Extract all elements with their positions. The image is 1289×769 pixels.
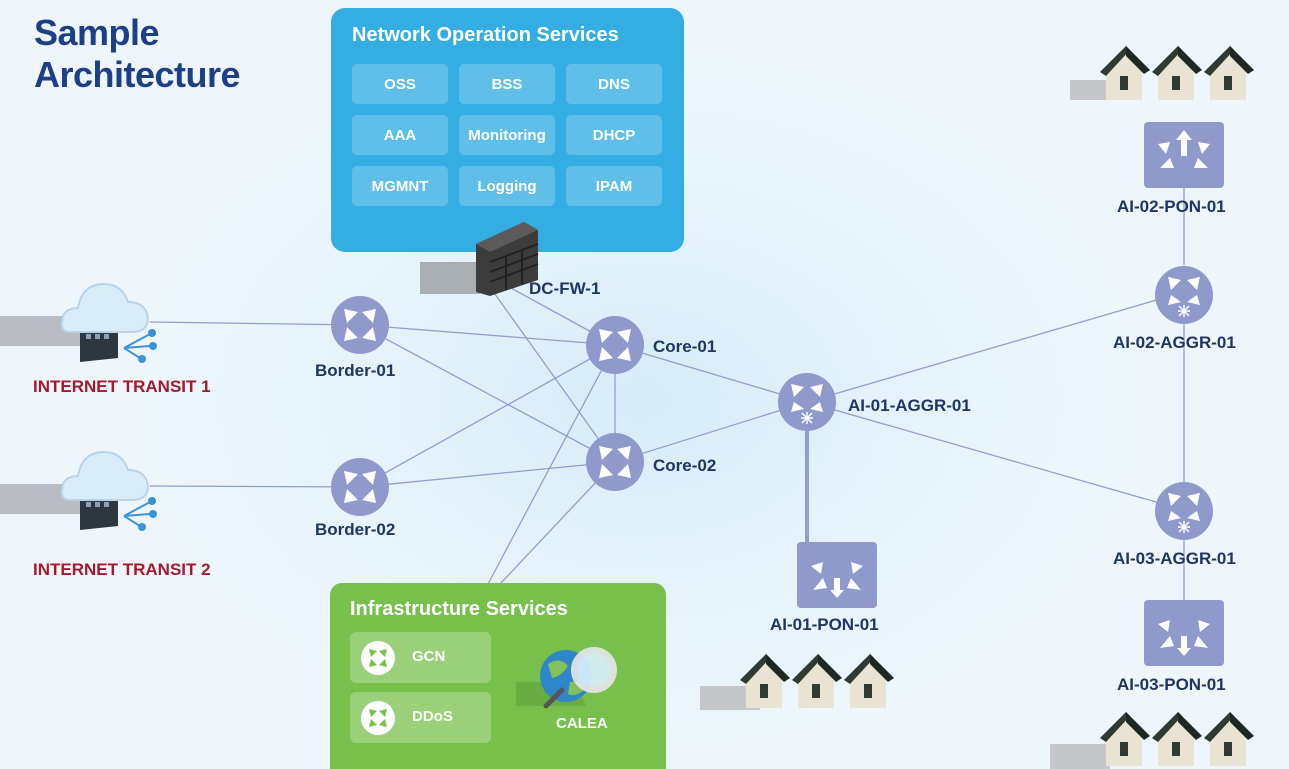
link-border1-core2 — [359, 324, 616, 463]
gcn-label: GCN — [412, 648, 446, 665]
service-ddos: DDoS — [350, 692, 491, 743]
service-monitoring: Monitoring — [459, 115, 555, 155]
pon-switch-icon — [1144, 600, 1224, 666]
border-01-label: Border-01 — [315, 361, 396, 380]
router-icon — [586, 433, 644, 491]
service-aaa: AAA — [352, 115, 448, 155]
link-aggr1-aggr2 — [806, 291, 1185, 403]
firewall-label: DC-FW-1 — [529, 279, 601, 298]
ai-02-pon-01-label: AI-02-PON-01 — [1117, 197, 1226, 216]
houses-icon — [1070, 46, 1254, 100]
houses-icon — [700, 654, 894, 710]
link-core1-aggr1 — [614, 344, 808, 403]
pon-switch-icon — [1144, 122, 1224, 188]
ai-03-pon-01-label: AI-03-PON-01 — [1117, 675, 1226, 694]
service-logging: Logging — [459, 166, 555, 206]
link-core1-infra — [487, 344, 616, 585]
houses-icon — [1050, 712, 1254, 769]
link-transit2-border2 — [149, 485, 361, 488]
router-icon — [361, 701, 395, 735]
ai-01-pon-01-label: AI-01-PON-01 — [770, 615, 879, 634]
calea-globe-magnifier-icon — [516, 647, 617, 709]
link-core2-aggr1 — [614, 401, 808, 463]
border-02-label: Border-02 — [315, 520, 396, 539]
link-transit1-border1 — [149, 321, 361, 326]
core-01-label: Core-01 — [653, 337, 717, 356]
page-title: Sample Architecture — [34, 12, 241, 95]
link-border2-core2 — [359, 461, 616, 488]
aggregation-router-icon — [1155, 482, 1213, 540]
router-icon — [586, 316, 644, 374]
link-fw-core2 — [491, 289, 616, 463]
link-border1-core1 — [359, 324, 616, 346]
aggregation-router-icon — [778, 373, 836, 431]
nos-panel-title: Network Operation Services — [352, 24, 619, 46]
aggregation-router-icon — [1155, 266, 1213, 324]
ai-02-aggr-01-label: AI-02-AGGR-01 — [1113, 333, 1236, 352]
ddos-label: DDoS — [412, 708, 453, 725]
router-icon — [331, 296, 389, 354]
service-mgmnt: MGMNT — [352, 166, 448, 206]
core-02-label: Core-02 — [653, 456, 717, 475]
router-icon — [361, 641, 395, 675]
infra-panel-title: Infrastructure Services — [350, 598, 568, 620]
pon-switch-icon — [797, 542, 877, 608]
internet-cloud-icon — [0, 450, 157, 531]
network-operation-services-panel — [331, 8, 684, 252]
service-oss: OSS — [352, 64, 448, 104]
firewall-icon — [420, 222, 539, 296]
internet-transit-2-label: INTERNET TRANSIT 2 — [33, 560, 211, 579]
link-border2-core1 — [359, 344, 616, 488]
service-dns: DNS — [566, 64, 662, 104]
service-bss: BSS — [459, 64, 555, 104]
ai-01-aggr-01-label: AI-01-AGGR-01 — [848, 396, 971, 415]
calea-label: CALEA — [556, 715, 608, 732]
service-gcn: GCN — [350, 632, 491, 683]
service-ipam: IPAM — [566, 166, 662, 206]
link-aggr1-aggr3 — [806, 401, 1185, 511]
service-dhcp: DHCP — [566, 115, 662, 155]
ai-03-aggr-01-label: AI-03-AGGR-01 — [1113, 549, 1236, 568]
internet-cloud-icon — [0, 282, 157, 363]
router-icon — [331, 458, 389, 516]
internet-transit-1-label: INTERNET TRANSIT 1 — [33, 377, 211, 396]
